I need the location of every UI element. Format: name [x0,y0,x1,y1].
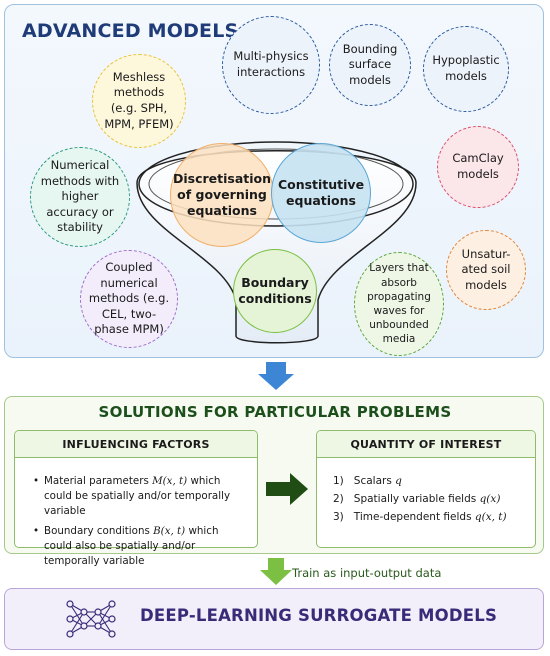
factor-boundary-text: Boundary conditions [44,524,154,537]
factor-material-math: M(x, t) [152,475,188,487]
bubble-multiphysics: Multi-physics interactions [222,16,320,114]
bubble-bounding-label: Bounding surface models [342,41,398,87]
factor-material-parameters: Material parameters M(x, t) which could … [33,474,247,519]
bubble-numerical-methods: Numerical methods with higher accuracy o… [30,147,130,247]
bubble-hypoplastic-label: Hypoplastic models [432,53,500,83]
deep-learning-panel [4,588,544,650]
influencing-factors-box: INFLUENCING FACTORS Material parameters … [14,430,258,567]
bubble-hypoplastic: Hypoplastic models [423,26,509,112]
right-arrow-icon [266,473,308,505]
core-constitutive: Constitutive equations [271,143,371,243]
bubble-camclay-label: CamClay models [452,151,504,181]
down-arrow-green-icon [260,558,292,585]
qoi-spatial-math: q(x) [479,492,501,505]
factor-material-desc: which could be spatially and/or temporal… [44,475,231,517]
bubble-absorbing-layers: Layers that absorb propagating waves for… [354,252,444,356]
bubble-coupled-numerical: Coupled numerical methods (e.g. CEL, two… [80,250,178,348]
qoi-scalars: 1) Scalars q [333,474,525,490]
core-discretisation: Discretisation of governing equations [170,143,274,247]
factor-boundary-conditions: Boundary conditions B(x, t) which could … [33,524,247,569]
influencing-factors-header: INFLUENCING FACTORS [15,431,257,458]
bubble-unsaturated-soil: Unsatur-ated soil models [446,230,526,310]
core-boundary-label: Boundary conditions [238,274,312,306]
qoi-spatial-text: Spatially variable fields [353,492,480,505]
qoi-time-text: Time-dependent fields [353,510,475,523]
neural-network-icon [66,600,116,638]
train-label: Train as input-output data [292,566,442,580]
factor-list: Material parameters M(x, t) which could … [33,474,247,569]
funnel-rim [138,141,414,227]
qoi-scalars-math: q [395,475,402,487]
bubble-multiphysics-label: Multi-physics interactions [233,49,309,79]
qoi-number-2: 2) [333,492,344,505]
deep-learning-title: DEEP-LEARNING SURROGATE MODELS [140,606,498,625]
qoi-spatial-fields: 2) Spatially variable fields q(x) [333,492,525,508]
bubble-meshless: Meshless methods (e.g. SPH, MPM, PFEM) [92,54,186,148]
qoi-number-3: 3) [333,510,344,523]
quantity-of-interest-header: QUANTITY OF INTEREST [317,431,535,458]
qoi-number-1: 1) [333,475,344,487]
quantity-of-interest-box: QUANTITY OF INTEREST 1) Scalars q 2) Spa… [316,430,536,548]
bubble-unsaturated-label: Unsatur-ated soil models [461,246,511,292]
factor-boundary-desc: which could also be spatially and/or tem… [44,524,219,567]
advanced-models-title: ADVANCED MODELS [22,20,239,42]
bubble-layers-label: Layers that absorb propagating waves for… [367,262,431,346]
core-discretisation-label: Discretisation of governing equations [172,170,272,219]
down-arrow-icon [258,362,294,390]
core-boundary: Boundary conditions [233,249,317,333]
bubble-coupled-label: Coupled numerical methods (e.g. CEL, two… [88,260,170,337]
solutions-title: SOLUTIONS FOR PARTICULAR PROBLEMS [98,403,452,421]
factor-boundary-math: B(x, t) [153,524,186,537]
qoi-time-fields: 3) Time-dependent fields q(x, t) [333,510,525,526]
qoi-scalars-text: Scalars [353,475,396,487]
bubble-camclay: CamClay models [437,126,519,208]
bubble-bounding-surface: Bounding surface models [329,24,411,106]
bubble-numerical-label: Numerical methods with higher accuracy o… [40,158,120,235]
qoi-time-math: q(x, t) [474,510,507,523]
bubble-meshless-label: Meshless methods (e.g. SPH, MPM, PFEM) [104,69,174,131]
core-constitutive-label: Constitutive equations [277,176,365,208]
funnel-rim-inner [148,148,404,220]
factor-material-text: Material parameters [44,475,153,487]
